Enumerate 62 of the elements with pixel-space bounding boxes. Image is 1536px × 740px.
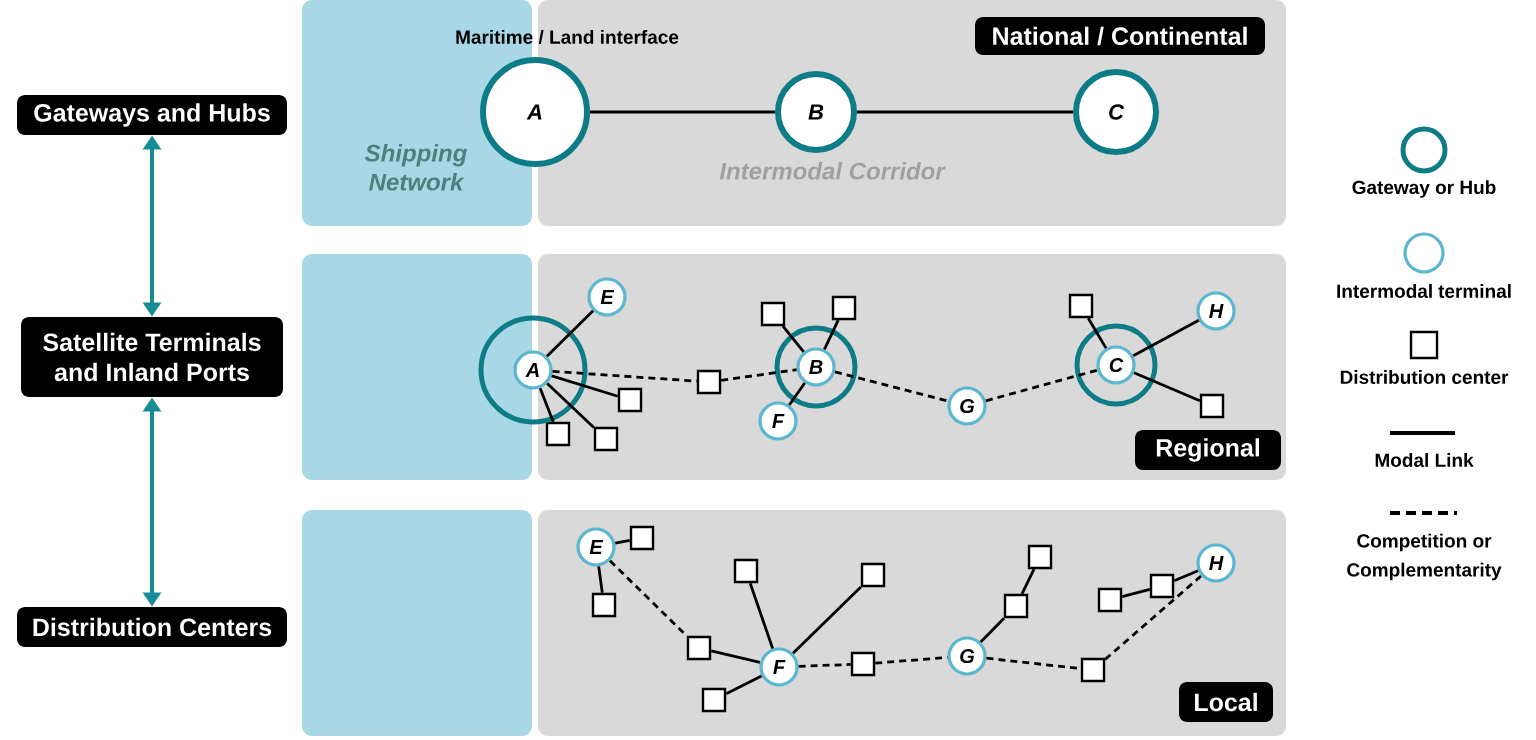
- level-tag: Satellite Terminals and Inland Ports: [21, 317, 283, 397]
- legend-label: Distribution center: [1340, 370, 1509, 384]
- distribution-square: [701, 687, 727, 713]
- distribution-square: [696, 369, 722, 395]
- legend-label: Intermodal terminal: [1337, 284, 1511, 298]
- link-line: [788, 382, 806, 406]
- link-line: [545, 309, 595, 358]
- distribution-square: [545, 421, 571, 447]
- link-line: [1133, 371, 1201, 403]
- link-line: [615, 539, 631, 545]
- link-line: [781, 325, 805, 353]
- panel: [302, 510, 532, 736]
- distribution-square: [860, 562, 886, 588]
- distribution-square: [1149, 573, 1175, 599]
- dashed-link: [721, 368, 797, 382]
- distribution-square: [1068, 293, 1094, 319]
- distribution-square: [733, 558, 759, 584]
- link-line: [725, 674, 763, 696]
- link-line: [979, 617, 1006, 643]
- link-line: [597, 566, 604, 593]
- distribution-square: [1080, 657, 1106, 683]
- distribution-square: [850, 651, 876, 677]
- distribution-square: [591, 592, 617, 618]
- link-line: [792, 585, 862, 655]
- link-line: [710, 649, 761, 664]
- distribution-square: [760, 301, 786, 327]
- link-line: [546, 382, 595, 429]
- distribution-square: [629, 525, 655, 551]
- link-line: [538, 387, 555, 423]
- link-line: [1132, 319, 1200, 357]
- link-line: [590, 110, 775, 114]
- dashed-link: [834, 370, 949, 403]
- distribution-square: [617, 387, 643, 413]
- dashed-link: [985, 368, 1098, 403]
- legend-label: Gateway or Hub: [1352, 180, 1496, 198]
- dashed-link: [798, 663, 851, 668]
- distribution-square: [831, 295, 857, 321]
- scale-tag: Local: [1179, 682, 1273, 722]
- link-line: [551, 374, 619, 398]
- dashed-link: [875, 656, 948, 665]
- link-line: [1020, 568, 1036, 595]
- link-line: [1087, 317, 1108, 349]
- scale-tag: Regional: [1135, 430, 1281, 470]
- legend-label: Modal Link: [1375, 453, 1474, 467]
- level-tag: Distribution Centers: [17, 607, 287, 647]
- scale-tag: National / Continental: [975, 17, 1265, 55]
- link-line: [1173, 569, 1199, 583]
- dashed-link: [552, 369, 697, 383]
- distribution-square: [686, 635, 712, 661]
- distribution-square: [1027, 544, 1053, 570]
- interface-label: Maritime / Land interface: [456, 29, 679, 45]
- distribution-square: [1199, 393, 1225, 419]
- link-line: [823, 319, 840, 350]
- link-line: [857, 110, 1073, 114]
- dashed-link: [1104, 574, 1203, 661]
- distribution-square: [593, 426, 619, 452]
- link-line: [748, 582, 774, 649]
- level-tag: Gateways and Hubs: [17, 95, 287, 135]
- link-line: [1121, 587, 1151, 599]
- legend-label: Competition or Complementarity: [1347, 533, 1502, 581]
- distribution-square: [1097, 587, 1123, 613]
- distribution-square: [1003, 593, 1029, 619]
